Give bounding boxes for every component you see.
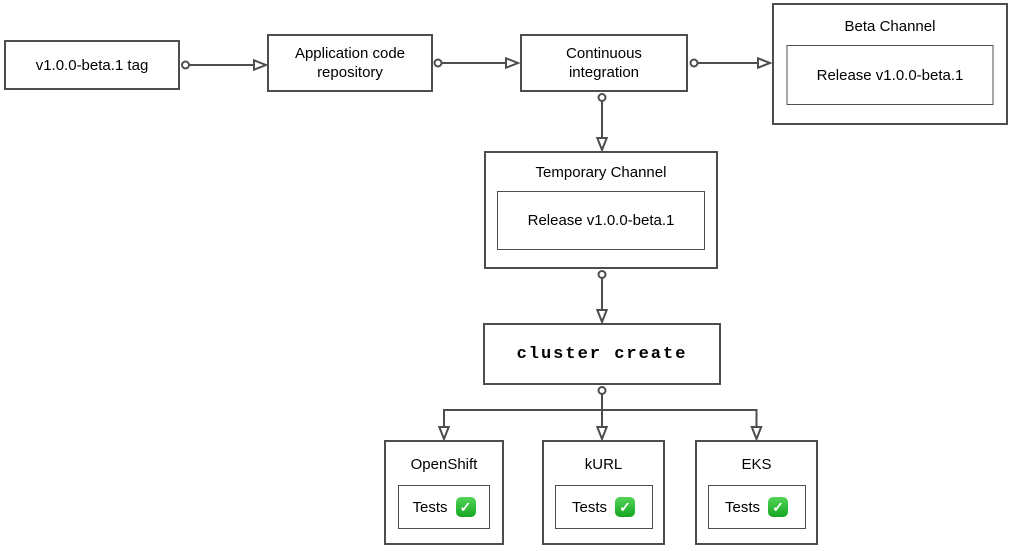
- node-version-tag: v1.0.0-beta.1 tag: [4, 40, 180, 90]
- eks-title: EKS: [741, 456, 772, 473]
- connector-tag-to-repo: [181, 58, 269, 72]
- connector-repo-to-ci: [433, 56, 521, 70]
- node-application-code-repository: Application code repository: [267, 34, 433, 92]
- node-beta-channel: Beta Channel Release v1.0.0-beta.1: [772, 3, 1008, 125]
- tests-label: Tests: [571, 498, 607, 516]
- kurl-tests-box: Tests ✓: [554, 485, 653, 529]
- connector-temporary-channel-to-cluster-create: [595, 270, 609, 325]
- connector-cluster-create-to-clusters: [437, 386, 763, 442]
- kurl-title: kURL: [584, 456, 623, 473]
- openshift-title: OpenShift: [410, 456, 478, 473]
- version-tag-label: v1.0.0-beta.1 tag: [35, 56, 149, 74]
- tests-label: Tests: [724, 498, 760, 516]
- node-cluster-eks: EKS Tests ✓: [695, 440, 818, 545]
- continuous-integration-label: Continuous integration: [566, 45, 642, 81]
- node-temporary-channel: Temporary Channel Release v1.0.0-beta.1: [484, 151, 718, 269]
- openshift-tests-box: Tests ✓: [398, 485, 490, 529]
- check-mark-icon: ✓: [455, 497, 476, 517]
- check-glyph: ✓: [459, 499, 472, 515]
- connector-ci-to-temporary-channel: [595, 93, 609, 153]
- node-continuous-integration: Continuous integration: [520, 34, 688, 92]
- check-mark-icon: ✓: [768, 497, 788, 517]
- beta-channel-title: Beta Channel: [844, 18, 936, 35]
- eks-tests-box: Tests ✓: [707, 485, 806, 529]
- node-temporary-release: Release v1.0.0-beta.1: [497, 191, 705, 250]
- temporary-release-label: Release v1.0.0-beta.1: [527, 212, 675, 229]
- node-cluster-openshift: OpenShift Tests ✓: [384, 440, 504, 545]
- temporary-channel-title: Temporary Channel: [535, 164, 667, 181]
- check-glyph: ✓: [772, 499, 784, 515]
- node-cluster-kurl: kURL Tests ✓: [542, 440, 665, 545]
- repository-label: Application code repository: [294, 45, 406, 81]
- tests-label: Tests: [412, 498, 448, 516]
- check-mark-icon: ✓: [615, 497, 635, 517]
- beta-release-label: Release v1.0.0-beta.1: [816, 66, 964, 84]
- check-glyph: ✓: [619, 499, 631, 515]
- node-cluster-create-command: cluster create: [483, 323, 721, 385]
- connector-ci-to-beta-channel: [689, 56, 773, 70]
- cluster-create-label: cluster create: [516, 344, 688, 364]
- node-beta-release: Release v1.0.0-beta.1: [786, 45, 994, 105]
